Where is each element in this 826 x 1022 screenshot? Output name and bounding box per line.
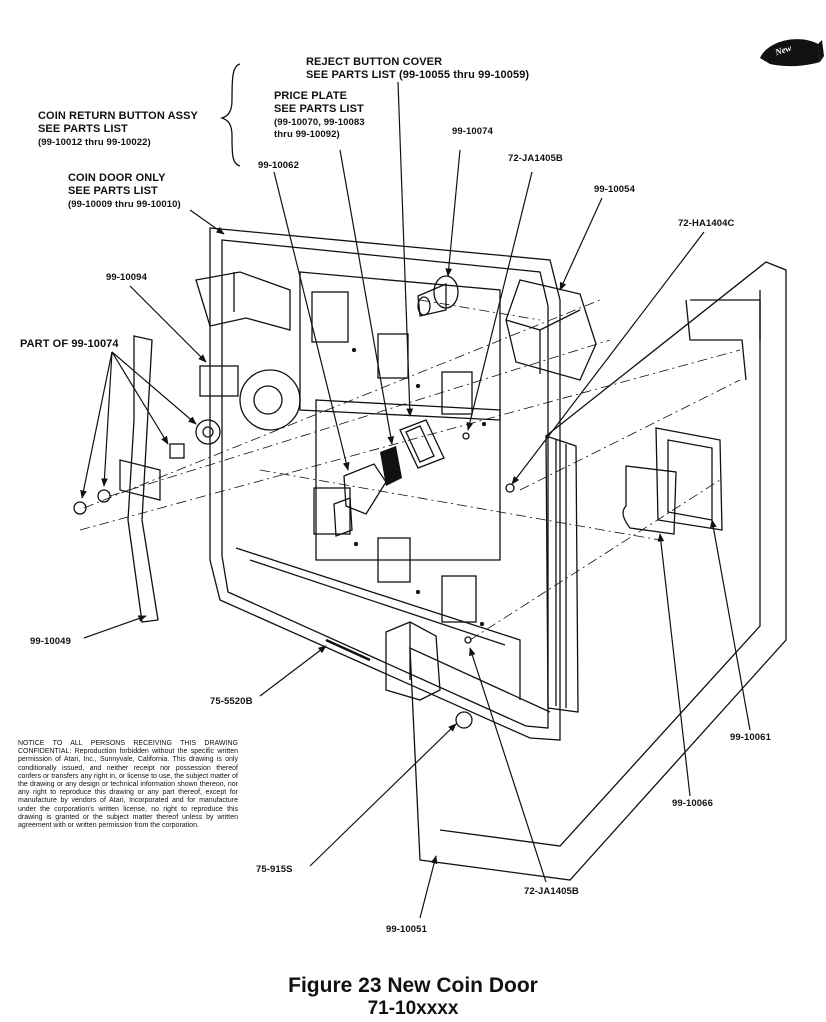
- label-99-10074: 99-10074: [452, 126, 493, 137]
- label-price-plate-3: (99-10070, 99-10083: [274, 117, 365, 128]
- coin-mech-insert: [505, 279, 597, 381]
- latch-assembly: [325, 621, 441, 701]
- coin-return-panel: [622, 427, 723, 535]
- door-frame: [195, 227, 561, 741]
- assembly-lines: [79, 299, 741, 641]
- label-75-915s: 75-915S: [256, 864, 293, 875]
- label-coin-door-3: (99-10009 thru 99-10010): [68, 199, 181, 210]
- label-coin-return-2: SEE PARTS LIST: [38, 123, 128, 135]
- label-price-plate-4: thru 99-10092): [274, 129, 340, 140]
- outer-door-frame: [409, 261, 787, 881]
- label-99-10062: 99-10062: [258, 160, 299, 171]
- new-badge-icon: [760, 39, 824, 67]
- label-72-ha1404c: 72-HA1404C: [678, 218, 735, 229]
- label-coin-door: COIN DOOR ONLY: [68, 172, 166, 184]
- plate-99-10094: [199, 365, 239, 397]
- figure-part-number: 71-10xxxx: [367, 998, 459, 1019]
- label-99-10051: 99-10051: [386, 924, 427, 935]
- label-99-10054: 99-10054: [594, 184, 635, 195]
- label-99-10061: 99-10061: [730, 732, 771, 743]
- reject-button-cover: [399, 419, 445, 469]
- label-72-ja1405b-bottom: 72-JA1405B: [524, 886, 579, 897]
- label-99-10066: 99-10066: [672, 798, 713, 809]
- label-price-plate-2: SEE PARTS LIST: [274, 103, 364, 115]
- leader-lines: [80, 81, 751, 919]
- label-coin-door-2: SEE PARTS LIST: [68, 185, 158, 197]
- label-coin-return: COIN RETURN BUTTON ASSY: [38, 110, 198, 122]
- label-reject-cover-2: SEE PARTS LIST (99-10055 thru 99-10059): [306, 69, 530, 81]
- confidential-notice: NOTICE TO ALL PERSONS RECEIVING THIS DRA…: [18, 740, 238, 830]
- label-coin-return-3: (99-10012 thru 99-10022): [38, 137, 151, 148]
- label-part-of-99-10074: PART OF 99-10074: [20, 338, 119, 350]
- coin-return-button: [333, 463, 387, 537]
- lever-arm: [119, 335, 161, 623]
- lock-cylinder: [417, 275, 459, 317]
- figure-caption: Figure 23 New Coin Door: [288, 974, 538, 997]
- label-99-10049: 99-10049: [30, 636, 71, 647]
- hardware-nuts: [73, 419, 515, 729]
- label-99-10094: 99-10094: [106, 272, 147, 283]
- price-plate: [380, 446, 402, 486]
- label-reject-cover: REJECT BUTTON COVER: [306, 56, 443, 68]
- label-price-plate: PRICE PLATE: [274, 90, 348, 102]
- label-72-ja1405b-top: 72-JA1405B: [508, 153, 563, 164]
- label-75-5520b: 75-5520B: [210, 696, 253, 707]
- brace-icon: [219, 63, 241, 167]
